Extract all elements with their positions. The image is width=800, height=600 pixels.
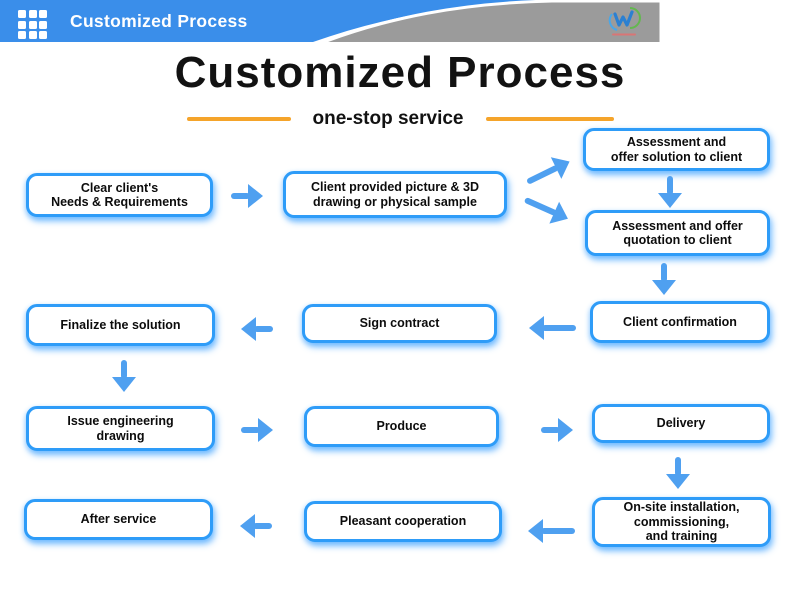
flow-box-onsite-install: On-site installation, commissioning, and…	[592, 497, 771, 547]
arrow-right-produce-to-delivery	[539, 418, 573, 442]
arrow-down-finalize-to-issue	[112, 358, 136, 392]
company-logo-icon	[608, 7, 641, 36]
arrow-right-needs-to-provided	[229, 184, 263, 208]
flow-box-offer-solution: Assessment and offer solution to client	[583, 128, 770, 171]
arrow-left-sign-to-finalize	[241, 317, 275, 341]
flow-box-label: Finalize the solution	[60, 317, 181, 332]
flow-box-label: On-site installation, commissioning, and…	[623, 500, 740, 544]
flow-box-label: Pleasant cooperation	[339, 514, 467, 529]
arrow-down-quotation-to-confirmation	[652, 261, 676, 295]
page-title: Customized Process	[174, 48, 626, 97]
flow-box-label: Client provided picture & 3D drawing or …	[310, 180, 480, 209]
flow-box-label: Clear client's Needs & Requirements	[51, 180, 188, 210]
flow-box-label: Assessment and offer solution to client	[610, 135, 743, 164]
flow-box-client-provided: Client provided picture & 3D drawing or …	[283, 171, 507, 218]
flow-box-label: After service	[80, 512, 157, 527]
arrow-left-onsite-to-pleasant	[527, 519, 577, 543]
subtitle-dash-left	[186, 117, 291, 121]
arrow-right-issue-to-produce	[239, 418, 273, 442]
arrow-diag-down-provided-to-quotation	[518, 188, 573, 230]
header-swoosh-graphic	[0, 0, 663, 42]
flow-box-offer-quotation: Assessment and offer quotation to client	[585, 210, 770, 256]
flow-box-client-confirmation: Client confirmation	[590, 301, 770, 343]
flow-box-label: Delivery	[656, 416, 706, 431]
header-title: Customized Process	[70, 10, 248, 31]
grid-icon	[18, 10, 47, 39]
flow-box-label: Issue engineering drawing	[67, 414, 174, 443]
flow-box-after-service: After service	[24, 499, 213, 540]
arrow-down-delivery-to-onsite	[666, 455, 690, 489]
flow-box-label: Client confirmation	[623, 314, 737, 329]
arrow-left-confirmation-to-sign	[528, 316, 578, 340]
subtitle-dash-right	[485, 117, 614, 121]
flow-box-label: Produce	[376, 419, 427, 434]
flow-box-sign-contract: Sign contract	[302, 304, 497, 343]
arrow-down-solution-to-quotation	[658, 174, 682, 208]
flow-box-produce: Produce	[304, 406, 499, 447]
header-bar: Customized Process	[0, 0, 800, 42]
arrow-left-pleasant-to-after	[240, 514, 274, 538]
flow-box-clear-needs: Clear client's Needs & Requirements	[26, 173, 213, 217]
flow-box-issue-drawing: Issue engineering drawing	[26, 406, 215, 451]
subtitle-row: one-stop service	[0, 108, 800, 130]
flow-box-pleasant-coop: Pleasant cooperation	[304, 501, 502, 542]
flow-box-delivery: Delivery	[592, 404, 770, 443]
flow-box-label: Sign contract	[359, 316, 440, 331]
page-subtitle: one-stop service	[312, 108, 464, 129]
flow-box-label: Assessment and offer quotation to client	[612, 218, 743, 248]
flow-box-finalize-solution: Finalize the solution	[26, 304, 215, 346]
